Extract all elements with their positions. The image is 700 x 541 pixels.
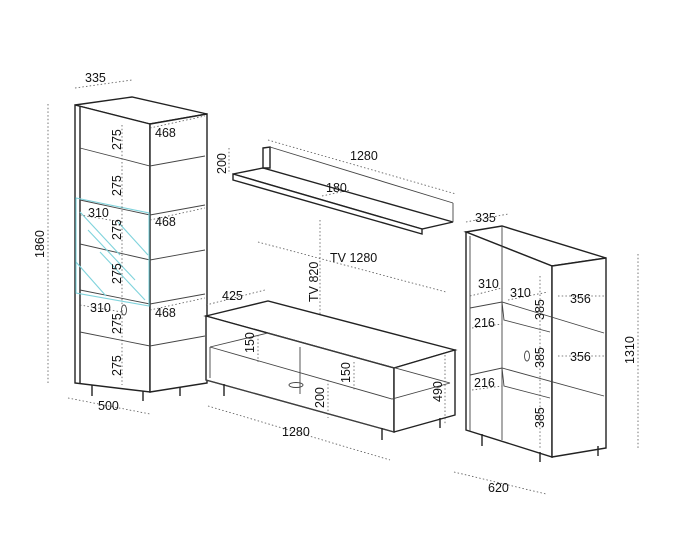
- left-cabinet: [47, 79, 208, 415]
- right-cabinet: [453, 213, 639, 495]
- stand-height-label: 490: [431, 381, 445, 402]
- cabinet-handle: [524, 350, 530, 362]
- left-gap-5: 275: [110, 313, 124, 334]
- left-shelf-depth-2: 468: [155, 215, 176, 229]
- left-gap-6: 275: [110, 355, 124, 376]
- right-shelf-2: 356: [570, 350, 591, 364]
- left-gap-1: 275: [110, 129, 124, 150]
- door-handle: [121, 304, 127, 316]
- right-inner-3: 216: [474, 316, 495, 330]
- glass-door: [75, 197, 150, 307]
- left-glass-1: 310: [88, 206, 109, 220]
- right-height-label: 1310: [623, 336, 637, 364]
- stand-drawer-label: 200: [313, 387, 327, 408]
- wall-shelf-depth: 180: [326, 181, 347, 195]
- right-inner-1: 310: [478, 277, 499, 291]
- wall-shelf-length: 1280: [350, 149, 378, 163]
- left-gap-4: 275: [110, 263, 124, 284]
- stand-compartment-1: 150: [243, 332, 257, 353]
- stand-width-label: 1280: [282, 425, 310, 439]
- left-width-label: 500: [98, 399, 119, 413]
- right-depth-label: 335: [475, 211, 496, 225]
- left-gap-2: 275: [110, 175, 124, 196]
- tv-height-label: TV 820: [307, 262, 321, 302]
- left-height-label: 1860: [33, 230, 47, 258]
- right-inner-4: 216: [474, 376, 495, 390]
- right-width-label: 620: [488, 481, 509, 495]
- right-shelf-1: 356: [570, 292, 591, 306]
- wall-shelf-height: 200: [215, 153, 229, 174]
- tv-stand: [203, 289, 458, 461]
- left-shelf-depth-3: 468: [155, 306, 176, 320]
- left-gap-3: 275: [110, 219, 124, 240]
- stand-compartment-2: 150: [339, 362, 353, 383]
- left-shelf-depth-1: 468: [155, 126, 176, 140]
- wall-shelf: [228, 139, 457, 235]
- drawer-handle: [288, 382, 304, 388]
- left-glass-2: 310: [90, 301, 111, 315]
- tv-width-label: TV 1280: [330, 251, 377, 265]
- right-gap-1: 385: [533, 299, 547, 320]
- stand-depth-label: 425: [222, 289, 243, 303]
- right-gap-2: 385: [533, 347, 547, 368]
- left-depth-label: 335: [85, 71, 106, 85]
- right-gap-3: 385: [533, 407, 547, 428]
- right-inner-2: 310: [510, 286, 531, 300]
